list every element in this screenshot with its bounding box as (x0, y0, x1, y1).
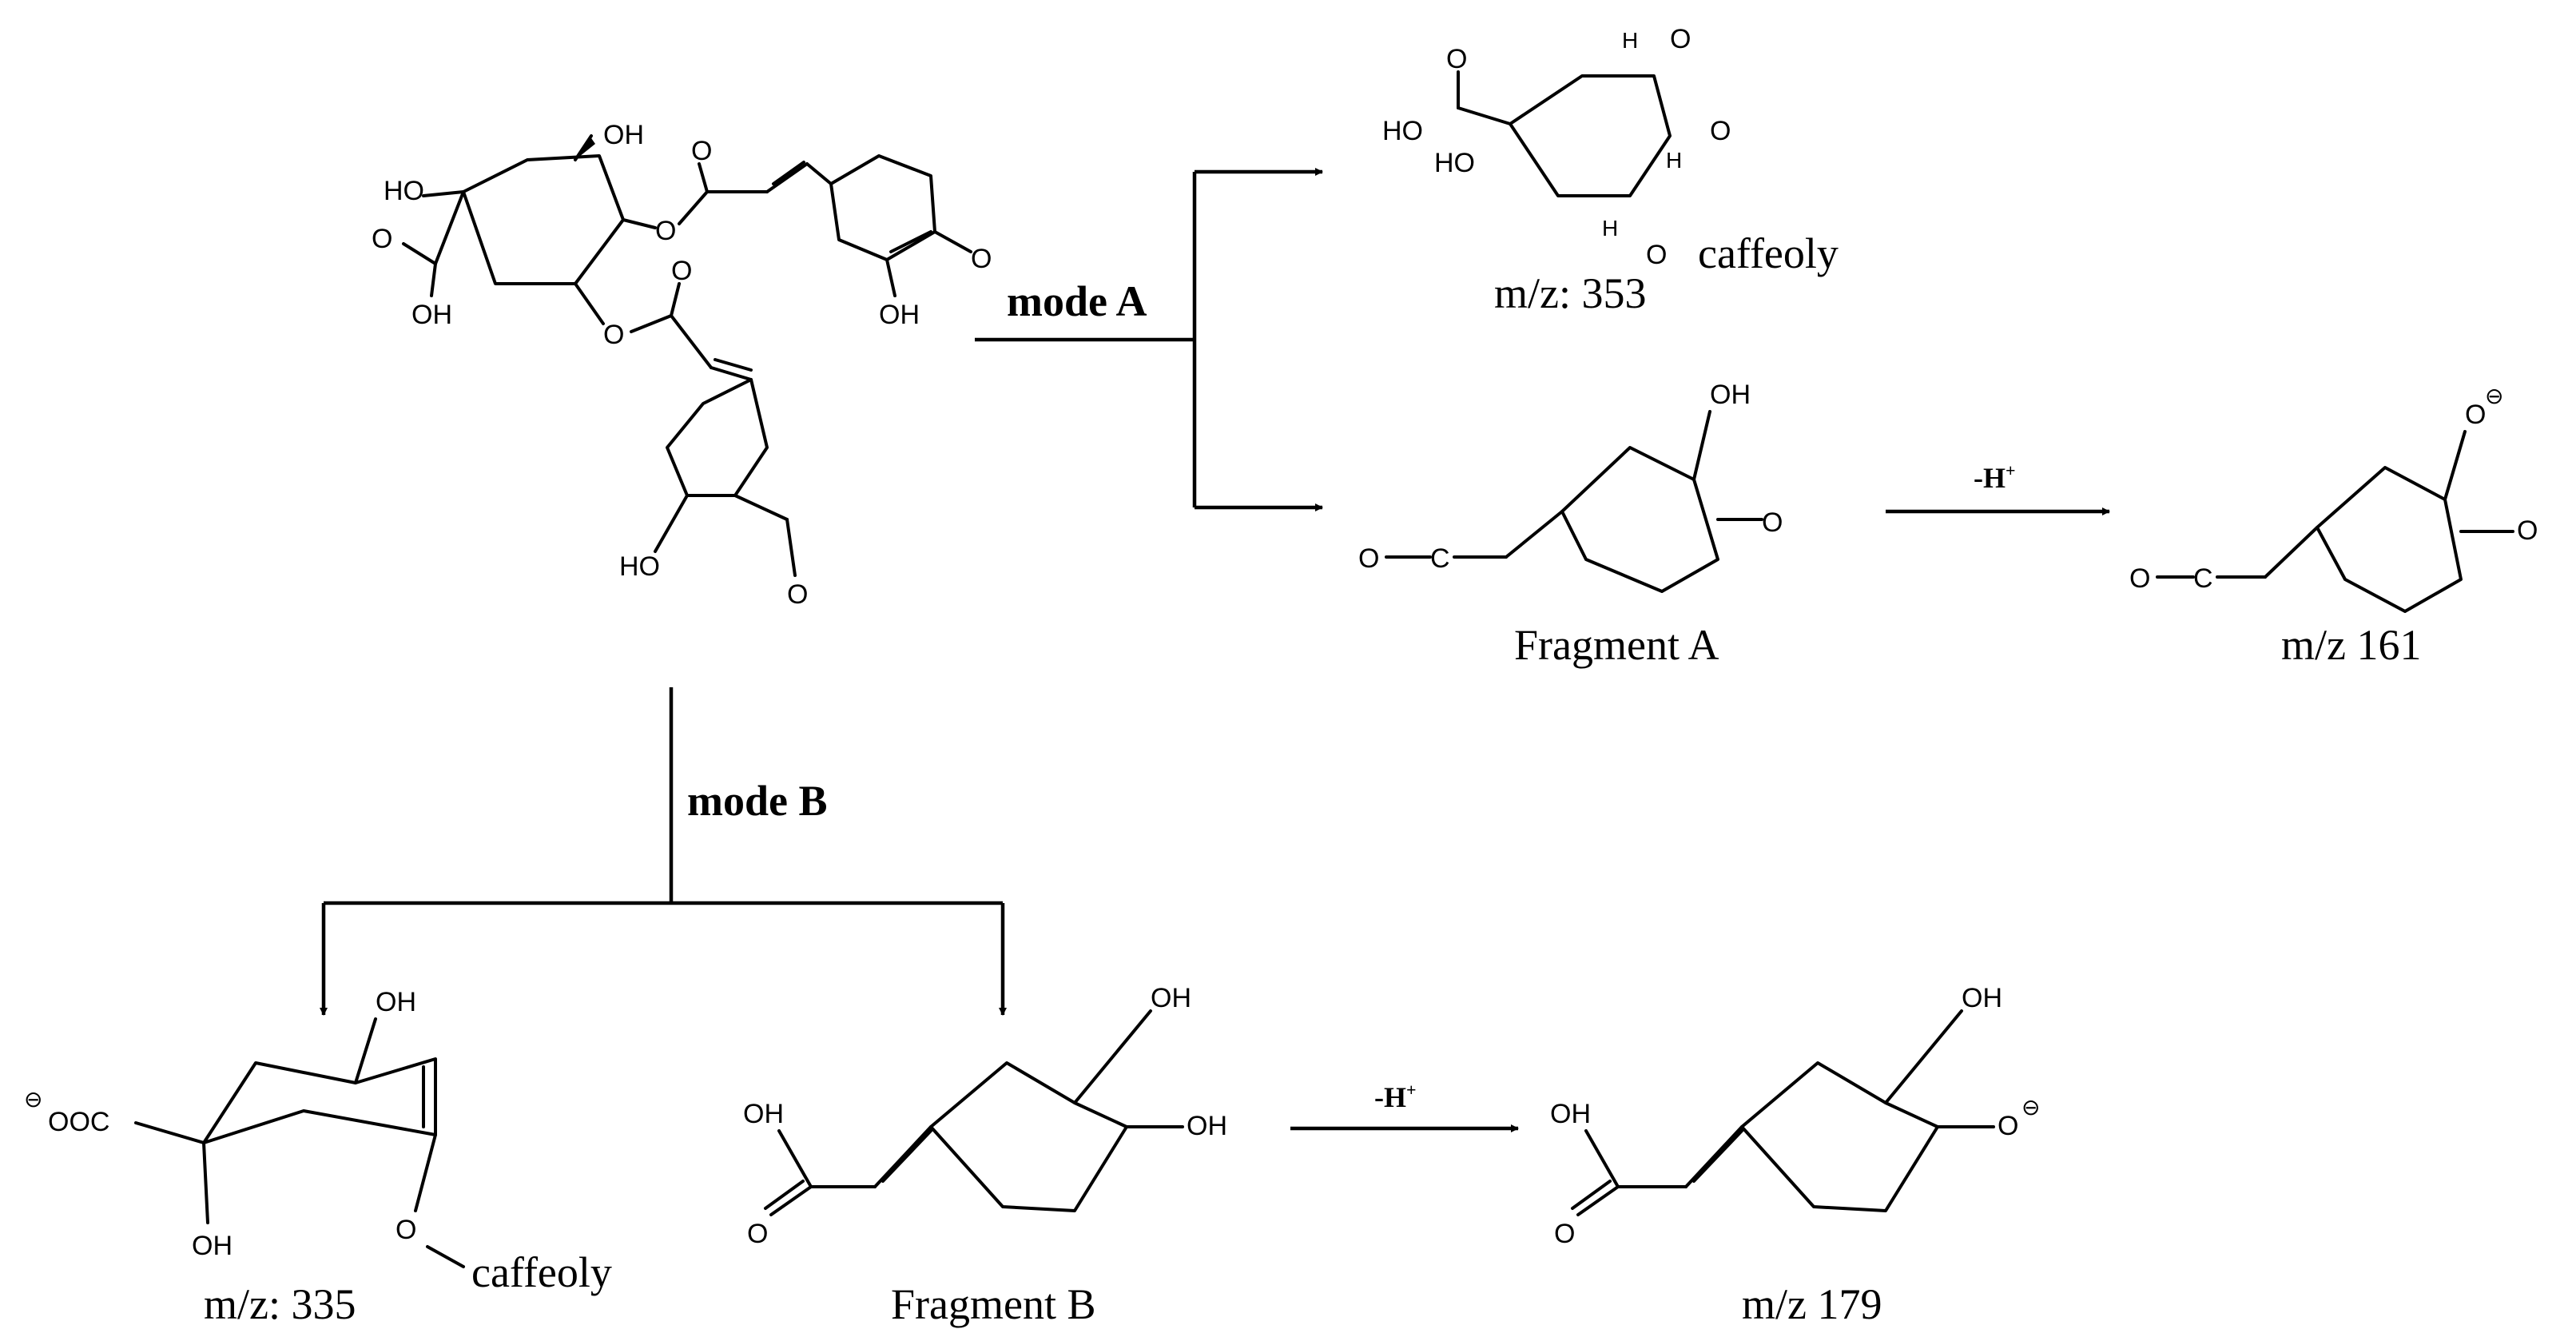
atom-o-353-top: O (1670, 24, 1691, 54)
deprotonation-arrow-a: -H+ (1886, 460, 2110, 515)
atom-o-frag-a-right: O (1762, 507, 1783, 538)
mode-b-pathway: mode B (320, 687, 1007, 1016)
atom-o-161-right: O (2517, 515, 2538, 546)
atom-oh-frag-b-right: OH (1187, 1111, 1227, 1141)
atom-ooc-335: OOC (48, 1107, 109, 1137)
neg-179: ⊖ (2021, 1095, 2040, 1120)
caption-fragment-b: Fragment B (891, 1280, 1095, 1328)
atom-o-335: O (396, 1215, 416, 1245)
atom-oh-179-acid: OH (1550, 1099, 1591, 1129)
minus-h-label-b: -H+ (1374, 1080, 1417, 1113)
atom-oh-top: OH (603, 120, 644, 150)
caffeoly-353: caffeoly (1698, 229, 1839, 277)
atom-oh-frag-b-acid: OH (743, 1099, 784, 1129)
atom-o-ester1: O (655, 216, 676, 246)
neg-161: ⊖ (2485, 384, 2503, 408)
atom-o-ester1-carbonyl: O (691, 136, 712, 166)
mode-a-label: mode A (1007, 277, 1147, 325)
charge-sup-a: + (2006, 460, 2016, 480)
atom-ho-ring2: HO (619, 551, 660, 582)
atom-oh-335-top: OH (376, 987, 416, 1017)
minus-h-label-a: -H+ (1974, 460, 2016, 494)
atom-o-161-top: O (2465, 400, 2486, 430)
atom-oh-179-top: OH (1962, 983, 2002, 1013)
structure-fragment-a: O C OH O Fragment A (1358, 380, 1783, 669)
deprotonation-arrow-b: -H+ (1290, 1080, 1519, 1132)
atom-o-frag-b: O (747, 1219, 768, 1249)
structure-m179: OH O OH O ⊖ m/z 179 (1550, 983, 2040, 1328)
atom-oh-acid: OH (411, 300, 452, 330)
caption-fragment-a: Fragment A (1514, 621, 1719, 669)
structure-fragment-b: OH O OH OH Fragment B (743, 983, 1227, 1328)
atom-h-353-bottom: H (1602, 216, 1618, 241)
atom-ho-c1: HO (384, 176, 424, 206)
neg-335: ⊖ (24, 1087, 42, 1112)
parent-molecule: OH HO O OH O O O OH O O (372, 120, 992, 610)
atom-o-179-right: O (1998, 1111, 2018, 1141)
structure-m353: O HO HO H O O H H O caffeoly m/z: 353 (1382, 24, 1839, 317)
charge-sup-b: + (1406, 1080, 1417, 1100)
atom-ho-353: HO (1434, 148, 1475, 178)
atom-o-ester2: O (603, 320, 624, 350)
atom-oh-ring1: OH (879, 300, 920, 330)
atom-o-frag-a-left: O (1358, 543, 1379, 574)
minus-h-text-a: -H (1974, 462, 2006, 494)
mode-b-label: mode B (687, 777, 828, 825)
atom-ho-353-acid: HO (1382, 116, 1423, 146)
structure-m335: ⊖ OOC OH OH O caffeoly m/z: 335 (24, 987, 612, 1328)
caption-m179: m/z 179 (1742, 1280, 1882, 1328)
atom-c-frag-a: C (1430, 543, 1450, 574)
caption-m335: m/z: 335 (204, 1280, 356, 1328)
atom-h-353-mid: H (1666, 148, 1682, 173)
atom-o-quinone2: O (787, 579, 808, 610)
atom-c-161: C (2193, 563, 2213, 594)
structure-m161: O C O ⊖ O m/z 161 (2129, 384, 2538, 669)
atom-oh-frag-a: OH (1710, 380, 1751, 410)
caffeoly-335: caffeoly (471, 1248, 612, 1296)
atom-o-353-mid: O (1710, 116, 1731, 146)
atom-o-ester2-carbonyl: O (671, 256, 692, 286)
atom-oh-frag-b-top: OH (1151, 983, 1191, 1013)
mode-a-pathway: mode A (975, 168, 1323, 511)
caption-m161: m/z 161 (2281, 621, 2421, 669)
atom-o-carbonyl: O (372, 224, 392, 254)
atom-oh-335: OH (192, 1231, 233, 1261)
atom-o-161-left: O (2129, 563, 2150, 594)
caption-m353: m/z: 353 (1494, 269, 1646, 317)
atom-o-353-carbonyl: O (1446, 44, 1467, 74)
atom-o-353-bottom: O (1646, 240, 1667, 270)
atom-o-quinone1: O (971, 244, 992, 274)
atom-h-353-top: H (1622, 28, 1638, 53)
minus-h-text-b: -H (1374, 1081, 1406, 1113)
atom-o-179: O (1554, 1219, 1575, 1249)
